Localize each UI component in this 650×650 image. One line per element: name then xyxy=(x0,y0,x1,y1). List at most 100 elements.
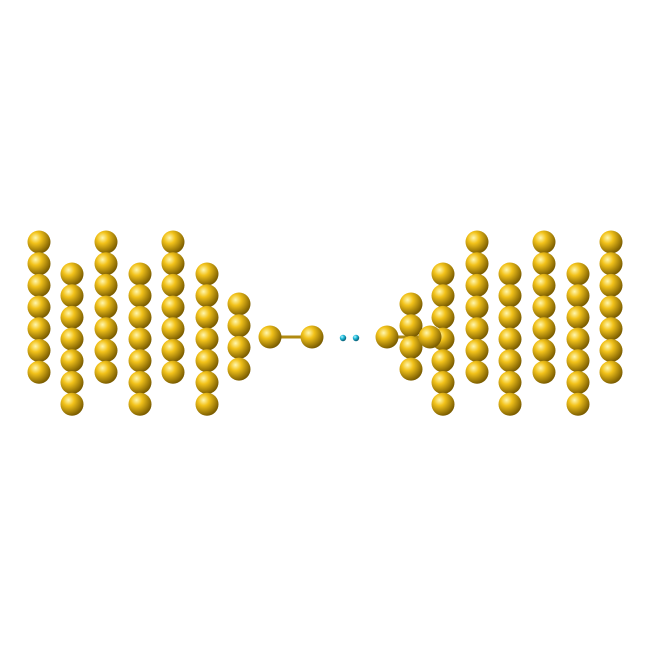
gold-atom xyxy=(60,392,84,416)
gold-atom xyxy=(161,360,185,384)
gold-atom xyxy=(498,371,522,394)
gold-atom xyxy=(399,357,423,381)
gold-atom xyxy=(195,305,219,329)
gold-atom xyxy=(465,360,489,384)
gold-atom xyxy=(128,284,152,308)
molecule-atom xyxy=(339,334,347,342)
gold-atom xyxy=(60,327,84,351)
gold-atom xyxy=(27,230,51,254)
left-electrode xyxy=(27,230,324,416)
gold-atom xyxy=(532,273,556,297)
gold-atom xyxy=(94,295,118,319)
gold-atom xyxy=(27,273,51,297)
gold-atom xyxy=(498,349,522,373)
gold-atom xyxy=(566,262,590,286)
gold-atom xyxy=(599,230,623,254)
gold-atom xyxy=(227,335,251,359)
gold-atom xyxy=(431,262,455,286)
gold-atom xyxy=(431,371,455,394)
gold-atom xyxy=(195,392,219,416)
gold-atom xyxy=(27,252,51,276)
gold-atom xyxy=(60,305,84,329)
gold-atom xyxy=(532,339,556,362)
gold-atom xyxy=(431,349,455,373)
gold-atom xyxy=(532,230,556,254)
gold-atom xyxy=(465,230,489,254)
gold-atom xyxy=(599,295,623,319)
gold-atom xyxy=(195,284,219,308)
gold-atom xyxy=(60,262,84,286)
gold-atom xyxy=(94,360,118,384)
gold-atom xyxy=(60,284,84,308)
gold-atom xyxy=(566,305,590,329)
gold-atom xyxy=(465,339,489,362)
molecule-atom xyxy=(352,334,360,342)
gold-atom xyxy=(465,317,489,341)
gold-atom xyxy=(566,392,590,416)
gold-atom xyxy=(94,273,118,297)
gold-atom xyxy=(60,349,84,373)
gold-atom xyxy=(498,392,522,416)
gold-atom xyxy=(161,273,185,297)
gold-atom xyxy=(465,273,489,297)
gold-atom xyxy=(465,295,489,319)
gold-atom xyxy=(599,339,623,362)
gold-atom xyxy=(94,252,118,276)
gold-atom xyxy=(128,371,152,394)
gold-atom xyxy=(195,262,219,286)
gold-atom xyxy=(431,284,455,308)
gold-atom xyxy=(94,317,118,341)
gold-atom xyxy=(94,230,118,254)
gold-atom xyxy=(128,305,152,329)
gold-atom xyxy=(599,252,623,276)
gold-atom xyxy=(27,295,51,319)
gold-atom xyxy=(94,339,118,362)
gold-atom xyxy=(566,284,590,308)
gold-atom xyxy=(532,317,556,341)
gold-atom xyxy=(532,295,556,319)
gold-atom xyxy=(566,349,590,373)
gold-atom xyxy=(161,252,185,276)
gold-atom xyxy=(128,262,152,286)
gold-atom xyxy=(498,262,522,286)
gold-tip-atom xyxy=(300,325,324,349)
gold-atom xyxy=(195,371,219,394)
gold-tip-atom xyxy=(375,325,399,349)
gold-atom xyxy=(27,317,51,341)
gold-atom xyxy=(60,371,84,394)
gold-atom xyxy=(128,392,152,416)
gold-atom xyxy=(431,392,455,416)
right-electrode xyxy=(375,230,623,416)
gold-atom xyxy=(566,371,590,394)
gold-atom xyxy=(161,230,185,254)
gold-atom xyxy=(599,273,623,297)
gold-atom xyxy=(532,360,556,384)
gold-atom xyxy=(498,284,522,308)
gold-atom xyxy=(195,327,219,351)
gold-atom xyxy=(195,349,219,373)
gold-atom xyxy=(599,317,623,341)
gold-atom xyxy=(465,252,489,276)
gold-atom xyxy=(161,317,185,341)
gold-atom xyxy=(599,360,623,384)
gold-atom xyxy=(227,314,251,338)
gold-atom xyxy=(227,357,251,381)
gold-atom xyxy=(399,335,423,359)
gold-atom xyxy=(399,314,423,338)
gold-tip-atom xyxy=(418,325,442,349)
gold-atom xyxy=(566,327,590,351)
gold-atom xyxy=(161,295,185,319)
gold-atom xyxy=(161,339,185,362)
gold-tip-atom xyxy=(258,325,282,349)
gold-atom xyxy=(27,360,51,384)
gold-atom xyxy=(431,305,455,329)
gold-atom xyxy=(128,327,152,351)
gold-atom xyxy=(399,292,423,316)
molecule xyxy=(339,334,360,342)
gold-atom xyxy=(498,305,522,329)
gold-atom xyxy=(128,349,152,373)
gold-atom xyxy=(532,252,556,276)
gold-atom xyxy=(27,339,51,362)
gold-atom xyxy=(498,327,522,351)
